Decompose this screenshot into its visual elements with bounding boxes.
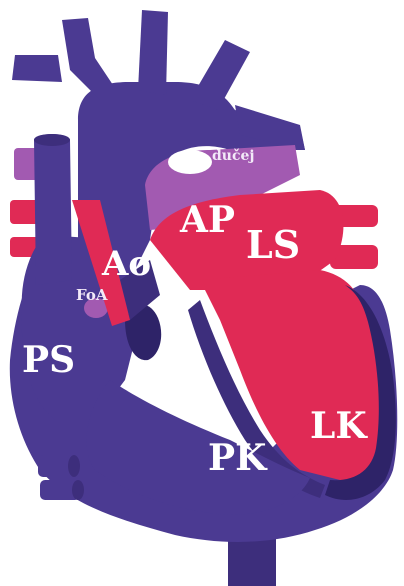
label-ap: AP xyxy=(179,199,235,241)
superior-vena-cava-top xyxy=(34,134,70,146)
label-ao: Ao xyxy=(101,244,151,284)
label-lk: LK xyxy=(310,405,368,447)
brachiocephalic-trunk xyxy=(62,18,115,100)
superior-vena-cava xyxy=(34,134,72,285)
brachiocephalic-branch xyxy=(12,55,62,82)
label-foa: FoA xyxy=(76,286,108,304)
label-pk: PK xyxy=(208,437,268,479)
left-subclavian-artery xyxy=(190,40,250,110)
inferior-stub-1-end xyxy=(68,455,80,477)
label-ducej: dučej xyxy=(212,148,254,164)
left-carotid-artery xyxy=(138,10,168,95)
label-ls: LS xyxy=(246,222,300,267)
ductus-opening xyxy=(168,150,212,174)
label-ps: PS xyxy=(22,339,75,381)
inferior-stub-2-end xyxy=(72,480,84,500)
